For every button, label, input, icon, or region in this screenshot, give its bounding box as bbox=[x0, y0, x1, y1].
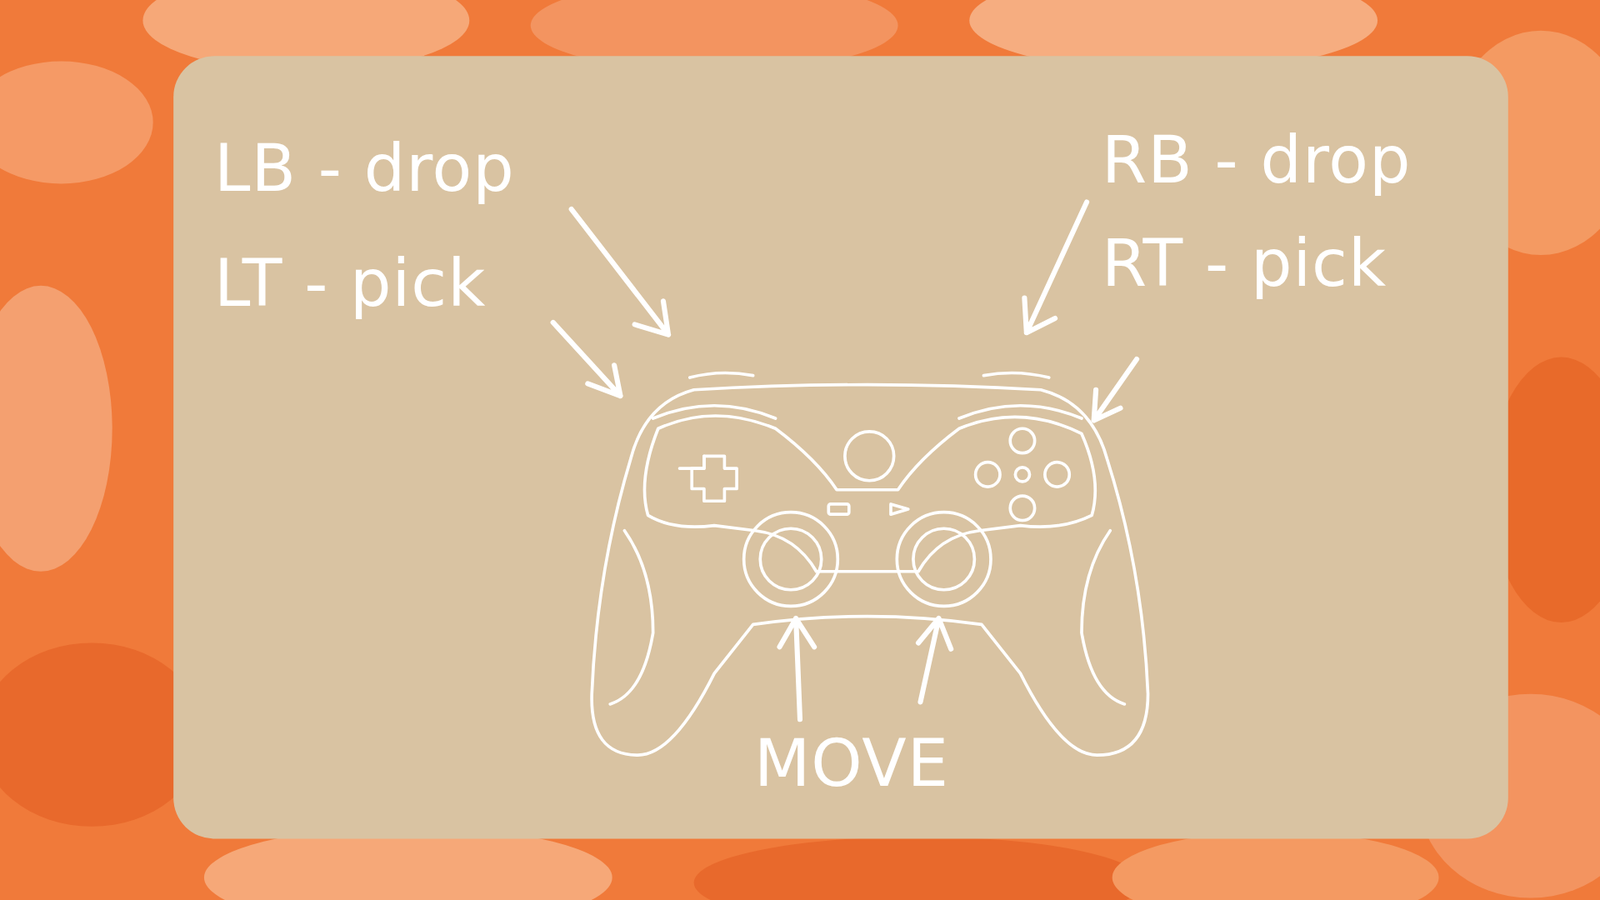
content-panel bbox=[173, 55, 1509, 839]
grip-line bbox=[1081, 530, 1125, 705]
right-bumper bbox=[983, 372, 1049, 378]
leader-arrow bbox=[553, 322, 621, 396]
button-label: LB - drop bbox=[214, 131, 515, 207]
face-button bbox=[1045, 462, 1070, 487]
face-plate bbox=[644, 415, 1095, 572]
button-label: LT - pick bbox=[214, 246, 486, 322]
home-button bbox=[845, 431, 895, 481]
left-stick-ring bbox=[744, 512, 839, 607]
left-stick bbox=[760, 528, 821, 590]
fruit-segment bbox=[0, 285, 113, 572]
start-button bbox=[890, 504, 909, 515]
face-button bbox=[975, 462, 1000, 487]
fruit-segment bbox=[1112, 831, 1440, 900]
leader-arrow bbox=[918, 618, 951, 702]
right-stick-ring bbox=[896, 512, 991, 607]
leader-arrow bbox=[1094, 359, 1137, 420]
leader-arrow bbox=[1024, 201, 1087, 333]
move-label: MOVE bbox=[754, 726, 950, 802]
leader-arrow bbox=[571, 209, 669, 335]
leader-arrow bbox=[780, 618, 815, 720]
gamepad-drawing bbox=[591, 372, 1148, 755]
face-button-center bbox=[1015, 467, 1030, 482]
leader-arrows bbox=[553, 201, 1137, 720]
right-stick bbox=[913, 528, 975, 590]
face-button bbox=[1010, 495, 1035, 520]
grip-line bbox=[610, 530, 653, 705]
left-bumper bbox=[690, 372, 754, 378]
dpad bbox=[691, 455, 737, 501]
button-label: RT - pick bbox=[1101, 226, 1387, 302]
button-label: RB - drop bbox=[1101, 123, 1412, 199]
dpad-line bbox=[680, 455, 705, 469]
fruit-segment bbox=[0, 60, 154, 184]
face-button bbox=[1010, 428, 1035, 453]
fruit-segment bbox=[694, 836, 1144, 900]
select-button bbox=[828, 504, 849, 515]
gamepad-body bbox=[591, 385, 1148, 755]
